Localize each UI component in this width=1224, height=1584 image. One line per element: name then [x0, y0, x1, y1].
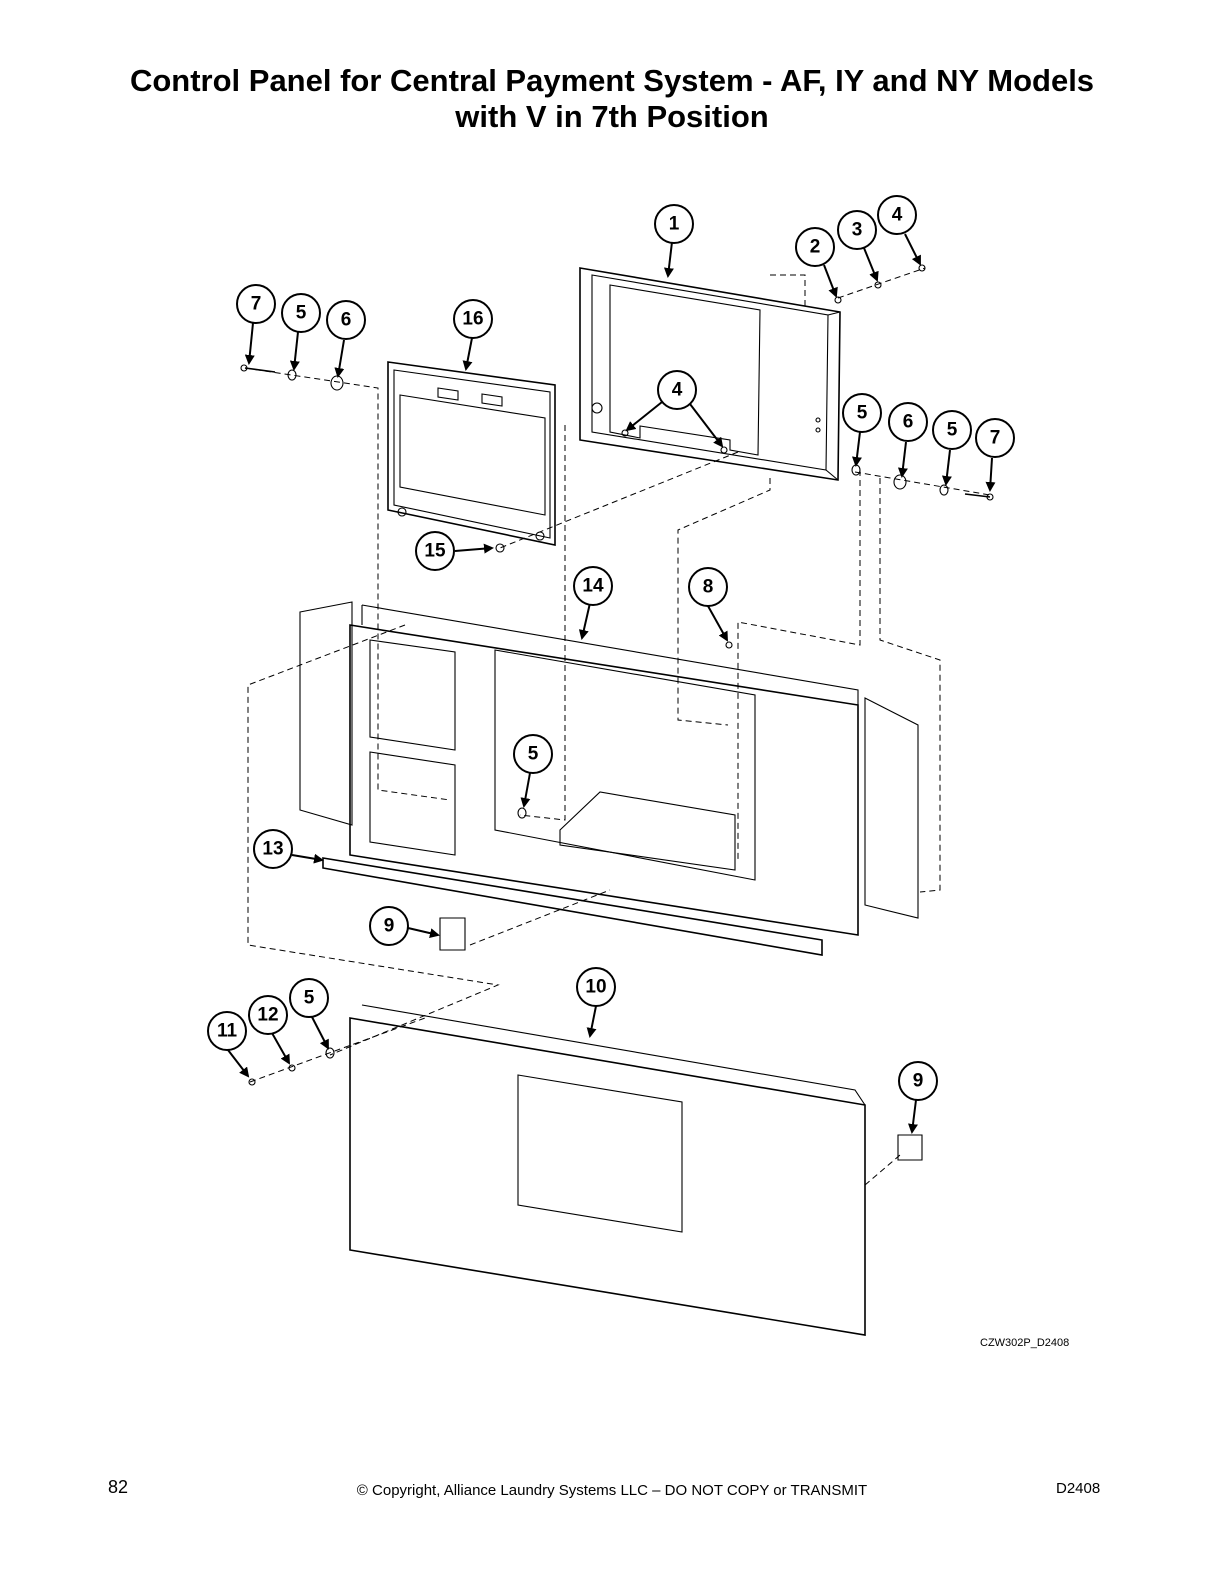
svg-text:3: 3 — [852, 220, 863, 241]
callout-7-left: 7 — [236, 284, 276, 324]
svg-text:15: 15 — [424, 541, 446, 562]
drawing-code: CZW302P_D2408 — [980, 1337, 1070, 1349]
svg-text:9: 9 — [913, 1071, 924, 1092]
part-main-panel — [299, 601, 919, 956]
svg-text:5: 5 — [296, 303, 307, 324]
page-title: Control Panel for Central Payment System… — [129, 63, 1095, 98]
callout-11: 11 — [207, 1011, 247, 1051]
callout-6-right: 6 — [888, 402, 928, 442]
part-display-unit — [387, 361, 556, 546]
svg-text:14: 14 — [582, 576, 604, 597]
svg-text:10: 10 — [585, 977, 606, 998]
svg-text:5: 5 — [528, 744, 539, 765]
callout-16: 16 — [453, 299, 493, 339]
svg-text:13: 13 — [262, 839, 283, 860]
callout-5-right-a: 5 — [842, 393, 882, 433]
svg-text:4: 4 — [892, 205, 903, 226]
callout-15: 15 — [415, 531, 455, 571]
callout-2: 2 — [795, 227, 835, 267]
callout-10: 10 — [576, 967, 616, 1007]
svg-text:6: 6 — [341, 310, 352, 331]
svg-text:16: 16 — [462, 309, 483, 330]
assembly-lines — [244, 267, 991, 1186]
svg-text:6: 6 — [903, 412, 914, 433]
svg-text:7: 7 — [990, 428, 1001, 449]
callout-5-right-b: 5 — [932, 410, 972, 450]
callout-7-right: 7 — [975, 418, 1015, 458]
svg-text:4: 4 — [672, 380, 683, 401]
callout-9-cover: 9 — [898, 1061, 938, 1101]
part-mounting-bracket — [579, 267, 841, 481]
svg-text:8: 8 — [703, 577, 714, 598]
page-number: 82 — [108, 1477, 129, 1497]
svg-text:1: 1 — [669, 214, 680, 235]
svg-text:7: 7 — [251, 294, 262, 315]
callout-4-bracket: 4 — [657, 370, 697, 410]
page-subtitle: with V in 7th Position — [455, 99, 769, 134]
callout-3: 3 — [837, 210, 877, 250]
callout-4-top: 4 — [877, 195, 917, 235]
svg-text:11: 11 — [217, 1021, 238, 1042]
callout-6-left: 6 — [326, 300, 366, 340]
leader-arrows — [227, 233, 996, 1134]
part-front-cover — [349, 917, 923, 1336]
svg-text:12: 12 — [257, 1005, 278, 1026]
callout-9-panel: 9 — [369, 906, 409, 946]
callout-14: 14 — [573, 566, 613, 606]
callout-5-panel: 5 — [513, 734, 553, 774]
callout-13: 13 — [253, 829, 293, 869]
svg-text:5: 5 — [304, 988, 315, 1009]
callout-12: 12 — [248, 995, 288, 1035]
callout-1: 1 — [654, 204, 694, 244]
document-id: D2408 — [1056, 1480, 1101, 1497]
svg-text:5: 5 — [947, 420, 958, 441]
svg-text:9: 9 — [384, 916, 395, 937]
callout-5-bottom: 5 — [289, 978, 329, 1018]
hardware-items — [240, 264, 994, 1086]
callout-8: 8 — [688, 567, 728, 607]
svg-text:2: 2 — [810, 237, 821, 258]
svg-text:5: 5 — [857, 403, 868, 424]
copyright-notice: © Copyright, Alliance Laundry Systems LL… — [356, 1482, 868, 1499]
callout-5-left-top: 5 — [281, 293, 321, 333]
